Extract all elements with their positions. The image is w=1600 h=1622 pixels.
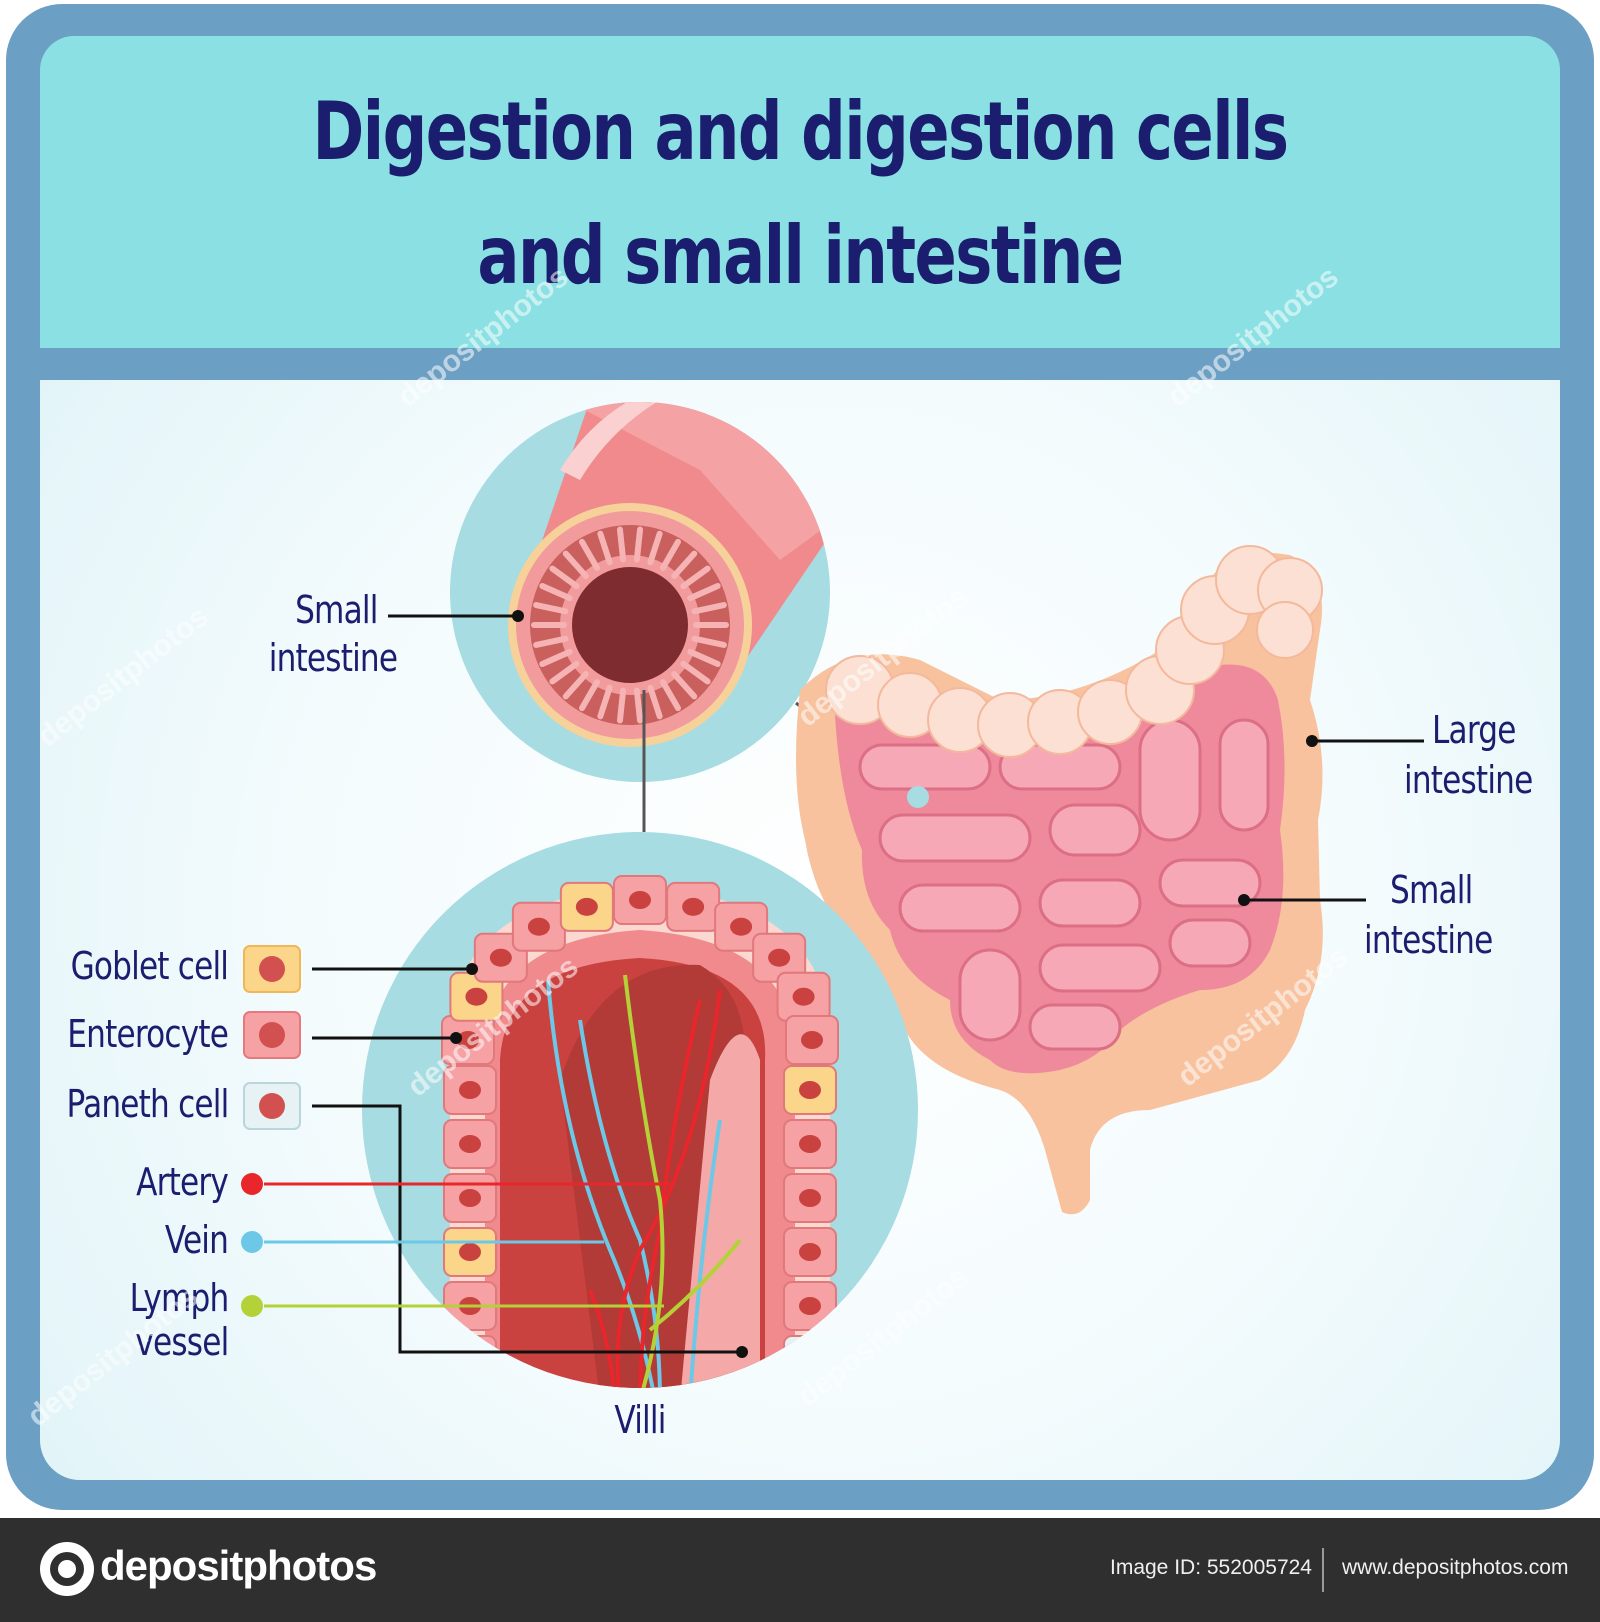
intestinal-fold (616, 687, 627, 724)
cell-nucleus (459, 1189, 481, 1207)
cell-nucleus (682, 897, 705, 916)
cell-nucleus (457, 1031, 479, 1049)
leader-lines (264, 614, 1424, 1354)
intestinal-fold (647, 684, 663, 720)
intestinal-fold (691, 602, 727, 615)
intestinal-fold (647, 530, 663, 566)
intestinal-fold (633, 526, 644, 563)
intestinal-fold (579, 679, 600, 712)
intestinal-fold (597, 684, 613, 720)
lymph-dot-icon (241, 1295, 263, 1317)
intestinal-fold (539, 582, 573, 602)
footer-image-id: Image ID: 552005724 (1110, 1556, 1312, 1579)
villus-cross-section (362, 832, 918, 1388)
small-intestine-cross-section (450, 402, 830, 782)
cell-nucleus (465, 987, 488, 1006)
cell-nucleus (799, 1297, 821, 1315)
cell-nucleus (575, 897, 598, 916)
label-lymph-vessel: Lymph vessel (129, 1276, 229, 1364)
goblet-cell-nucleus-icon (259, 956, 285, 982)
intestinal-fold (616, 526, 627, 563)
intestine-marker (907, 786, 929, 808)
paneth-cell-nucleus-icon (259, 1093, 285, 1119)
title-line-1: Digestion and digestion cells (312, 85, 1289, 178)
label-villi: Villi (614, 1398, 666, 1442)
cell-nucleus (459, 1081, 481, 1099)
intestines-illustration (796, 545, 1323, 1215)
title-line-2: and small intestine (477, 209, 1124, 302)
intestinal-fold (680, 565, 711, 590)
cell-nucleus (799, 1135, 821, 1153)
cell-nucleus (801, 1031, 823, 1049)
footer-brand: depositphotos (100, 1542, 377, 1589)
cell-nucleus (459, 1243, 481, 1261)
intestinal-fold (562, 671, 589, 700)
cell-nucleus (792, 987, 815, 1006)
cell-nucleus (768, 948, 791, 967)
enterocyte-nucleus-icon (259, 1022, 285, 1048)
cell-nucleus (489, 948, 512, 967)
footer-bar: depositphotos Image ID: 552005724 www.de… (0, 1518, 1600, 1622)
label-enterocyte: Enterocyte (67, 1012, 229, 1056)
intestinal-fold (687, 648, 721, 668)
footer-site-link[interactable]: www.depositphotos.com (1342, 1556, 1569, 1579)
depositphotos-logo-icon (40, 1542, 94, 1596)
intestinal-fold (687, 582, 721, 602)
intestinal-fold (671, 550, 698, 579)
cell-nucleus (799, 1081, 821, 1099)
vein-dot-icon (241, 1231, 263, 1253)
label-vein: Vein (164, 1218, 229, 1262)
legend-swatches (241, 945, 301, 1317)
villus-cell (443, 1335, 497, 1385)
intestinal-fold (597, 530, 613, 566)
intestinal-fold (660, 679, 681, 712)
label-small-intestine-right-line2: intestine (1364, 918, 1493, 962)
diagram-artwork (241, 402, 1424, 1388)
label-small-intestine-top: Small (295, 588, 379, 632)
cell-nucleus (459, 1351, 481, 1369)
intestinal-fold (533, 635, 569, 648)
intestinal-fold (562, 550, 589, 579)
label-large-intestine-line2: intestine (1404, 758, 1533, 802)
intestinal-fold (549, 565, 580, 590)
cell-nucleus (799, 1243, 821, 1261)
label-small-intestine-right: Small (1390, 868, 1473, 912)
cell-nucleus (459, 1135, 481, 1153)
label-goblet-cell: Goblet cell (70, 944, 228, 988)
page-title: Digestion and digestion cells and small … (207, 70, 1393, 318)
intestinal-fold (691, 635, 727, 648)
intestinal-fold (533, 602, 569, 615)
intestinal-fold (539, 648, 573, 668)
label-artery: Artery (136, 1160, 229, 1204)
intestinal-fold (660, 538, 681, 571)
intestinal-fold (579, 538, 600, 571)
footer-divider (1322, 1548, 1324, 1592)
label-large-intestine: Large (1432, 708, 1516, 752)
intestinal-fold (671, 671, 698, 700)
intestinal-fold (633, 687, 644, 724)
artery-dot-icon (241, 1173, 263, 1195)
cell-nucleus (629, 891, 651, 909)
cell-nucleus (730, 917, 753, 936)
cell-nucleus (799, 1189, 821, 1207)
label-paneth-cell: Paneth cell (66, 1082, 229, 1126)
cell-nucleus (527, 917, 550, 936)
intestinal-fold (549, 660, 580, 685)
leader-endpoints (450, 610, 1318, 1358)
intestinal-fold (680, 660, 711, 685)
label-small-intestine-top-line2: intestine (268, 636, 398, 680)
title-banner (40, 36, 1560, 348)
